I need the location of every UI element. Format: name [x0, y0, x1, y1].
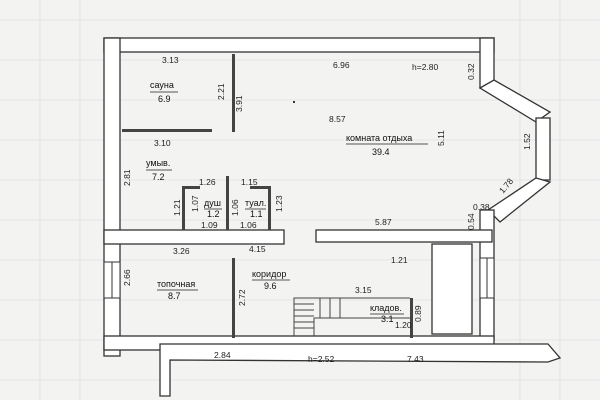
room-boiler-area: 8.7	[168, 291, 181, 301]
dim-1-06: 1.06	[240, 220, 257, 230]
dim-1-52: 1.52	[522, 133, 532, 150]
window-left	[103, 261, 121, 299]
dim-2-81: 2.81	[122, 169, 132, 186]
dim-1-07: 1.07	[190, 195, 200, 212]
dim-8-57: 8.57	[329, 114, 346, 124]
bay-wall-lower	[486, 177, 552, 223]
dim-2-66: 2.66	[122, 269, 132, 286]
dim-1-20: 1.20	[395, 320, 412, 330]
ceiling-height-upper: h=2.80	[412, 62, 439, 72]
outer-wall-lower-extension	[159, 343, 562, 397]
room-shower-name: душ	[204, 198, 221, 208]
dim-5-11: 5.11	[436, 130, 446, 146]
room-corridor-area: 9.6	[264, 281, 277, 291]
room-washroom-name: умыв.	[146, 158, 170, 168]
staircase	[293, 297, 410, 336]
shower-toilet-wall	[226, 176, 229, 230]
room-sauna-area: 6.9	[158, 94, 171, 104]
shower-wall-top	[182, 186, 200, 189]
dim-3-91: 3.91	[234, 95, 244, 112]
dim-1-06-vertical: 1.06	[230, 199, 240, 216]
bay-wall-upper	[478, 79, 552, 123]
dim-4-15: 4.15	[249, 244, 266, 254]
bay-wall-middle	[535, 117, 551, 181]
dim-5-87: 5.87	[375, 217, 392, 227]
window-right	[479, 257, 495, 299]
dim-0-38: 0.38	[473, 202, 490, 212]
dim-0-89: 0.89	[413, 305, 423, 322]
dim-1-78: 1.78	[497, 176, 515, 195]
dim-6-96: 6.96	[333, 60, 350, 70]
dim-1-21-corridor: 1.21	[391, 255, 408, 265]
dim-1-15: 1.15	[241, 177, 258, 187]
outer-wall-left	[103, 37, 121, 357]
ceiling-height-lower: h=2.52	[308, 354, 335, 364]
dim-0-54: 0.54	[466, 213, 476, 230]
dim-3-15: 3.15	[355, 285, 372, 295]
dim-2-84: 2.84	[214, 350, 231, 360]
dot-mark	[293, 101, 295, 103]
dim-1-26: 1.26	[199, 177, 216, 187]
room-lounge-area: 39.4	[372, 147, 390, 157]
dim-1-23: 1.23	[274, 195, 284, 212]
room-shower-area: 1.2	[207, 209, 220, 219]
room-toilet-name: туал.	[245, 198, 266, 208]
room-sauna-name: сауна	[150, 80, 174, 90]
toilet-wall-right	[268, 186, 271, 230]
toilet-wall-top	[250, 186, 270, 189]
dim-7-43: 7.43	[407, 354, 424, 364]
inner-wall-middle-right	[315, 229, 493, 243]
room-washroom-area: 7.2	[152, 172, 165, 182]
storage-wall	[410, 298, 413, 338]
room-lounge-name: комната отдыха	[346, 133, 412, 143]
sauna-wall-vertical	[232, 54, 235, 132]
right-inner-box	[431, 243, 473, 335]
room-storage-name: кладов.	[370, 303, 402, 313]
room-toilet-area: 1.1	[250, 209, 263, 219]
dim-3-13: 3.13	[162, 55, 179, 65]
dim-1-21: 1.21	[172, 199, 182, 216]
shower-wall-left	[182, 186, 185, 230]
inner-wall-middle-left	[103, 229, 285, 245]
dim-1-09: 1.09	[201, 220, 218, 230]
dim-3-10: 3.10	[154, 138, 171, 148]
room-storage-area: 3.1	[381, 314, 394, 324]
boiler-wall	[232, 258, 235, 338]
dim-2-72: 2.72	[237, 289, 247, 306]
room-corridor-name: коридор	[252, 269, 286, 279]
dim-2-21: 2.21	[216, 83, 226, 100]
room-boiler-name: топочная	[157, 279, 195, 289]
outer-wall-top	[103, 37, 495, 53]
dim-3-26: 3.26	[173, 246, 190, 256]
dim-0-32: 0.32	[466, 63, 476, 80]
sauna-wall-horizontal	[122, 129, 212, 132]
